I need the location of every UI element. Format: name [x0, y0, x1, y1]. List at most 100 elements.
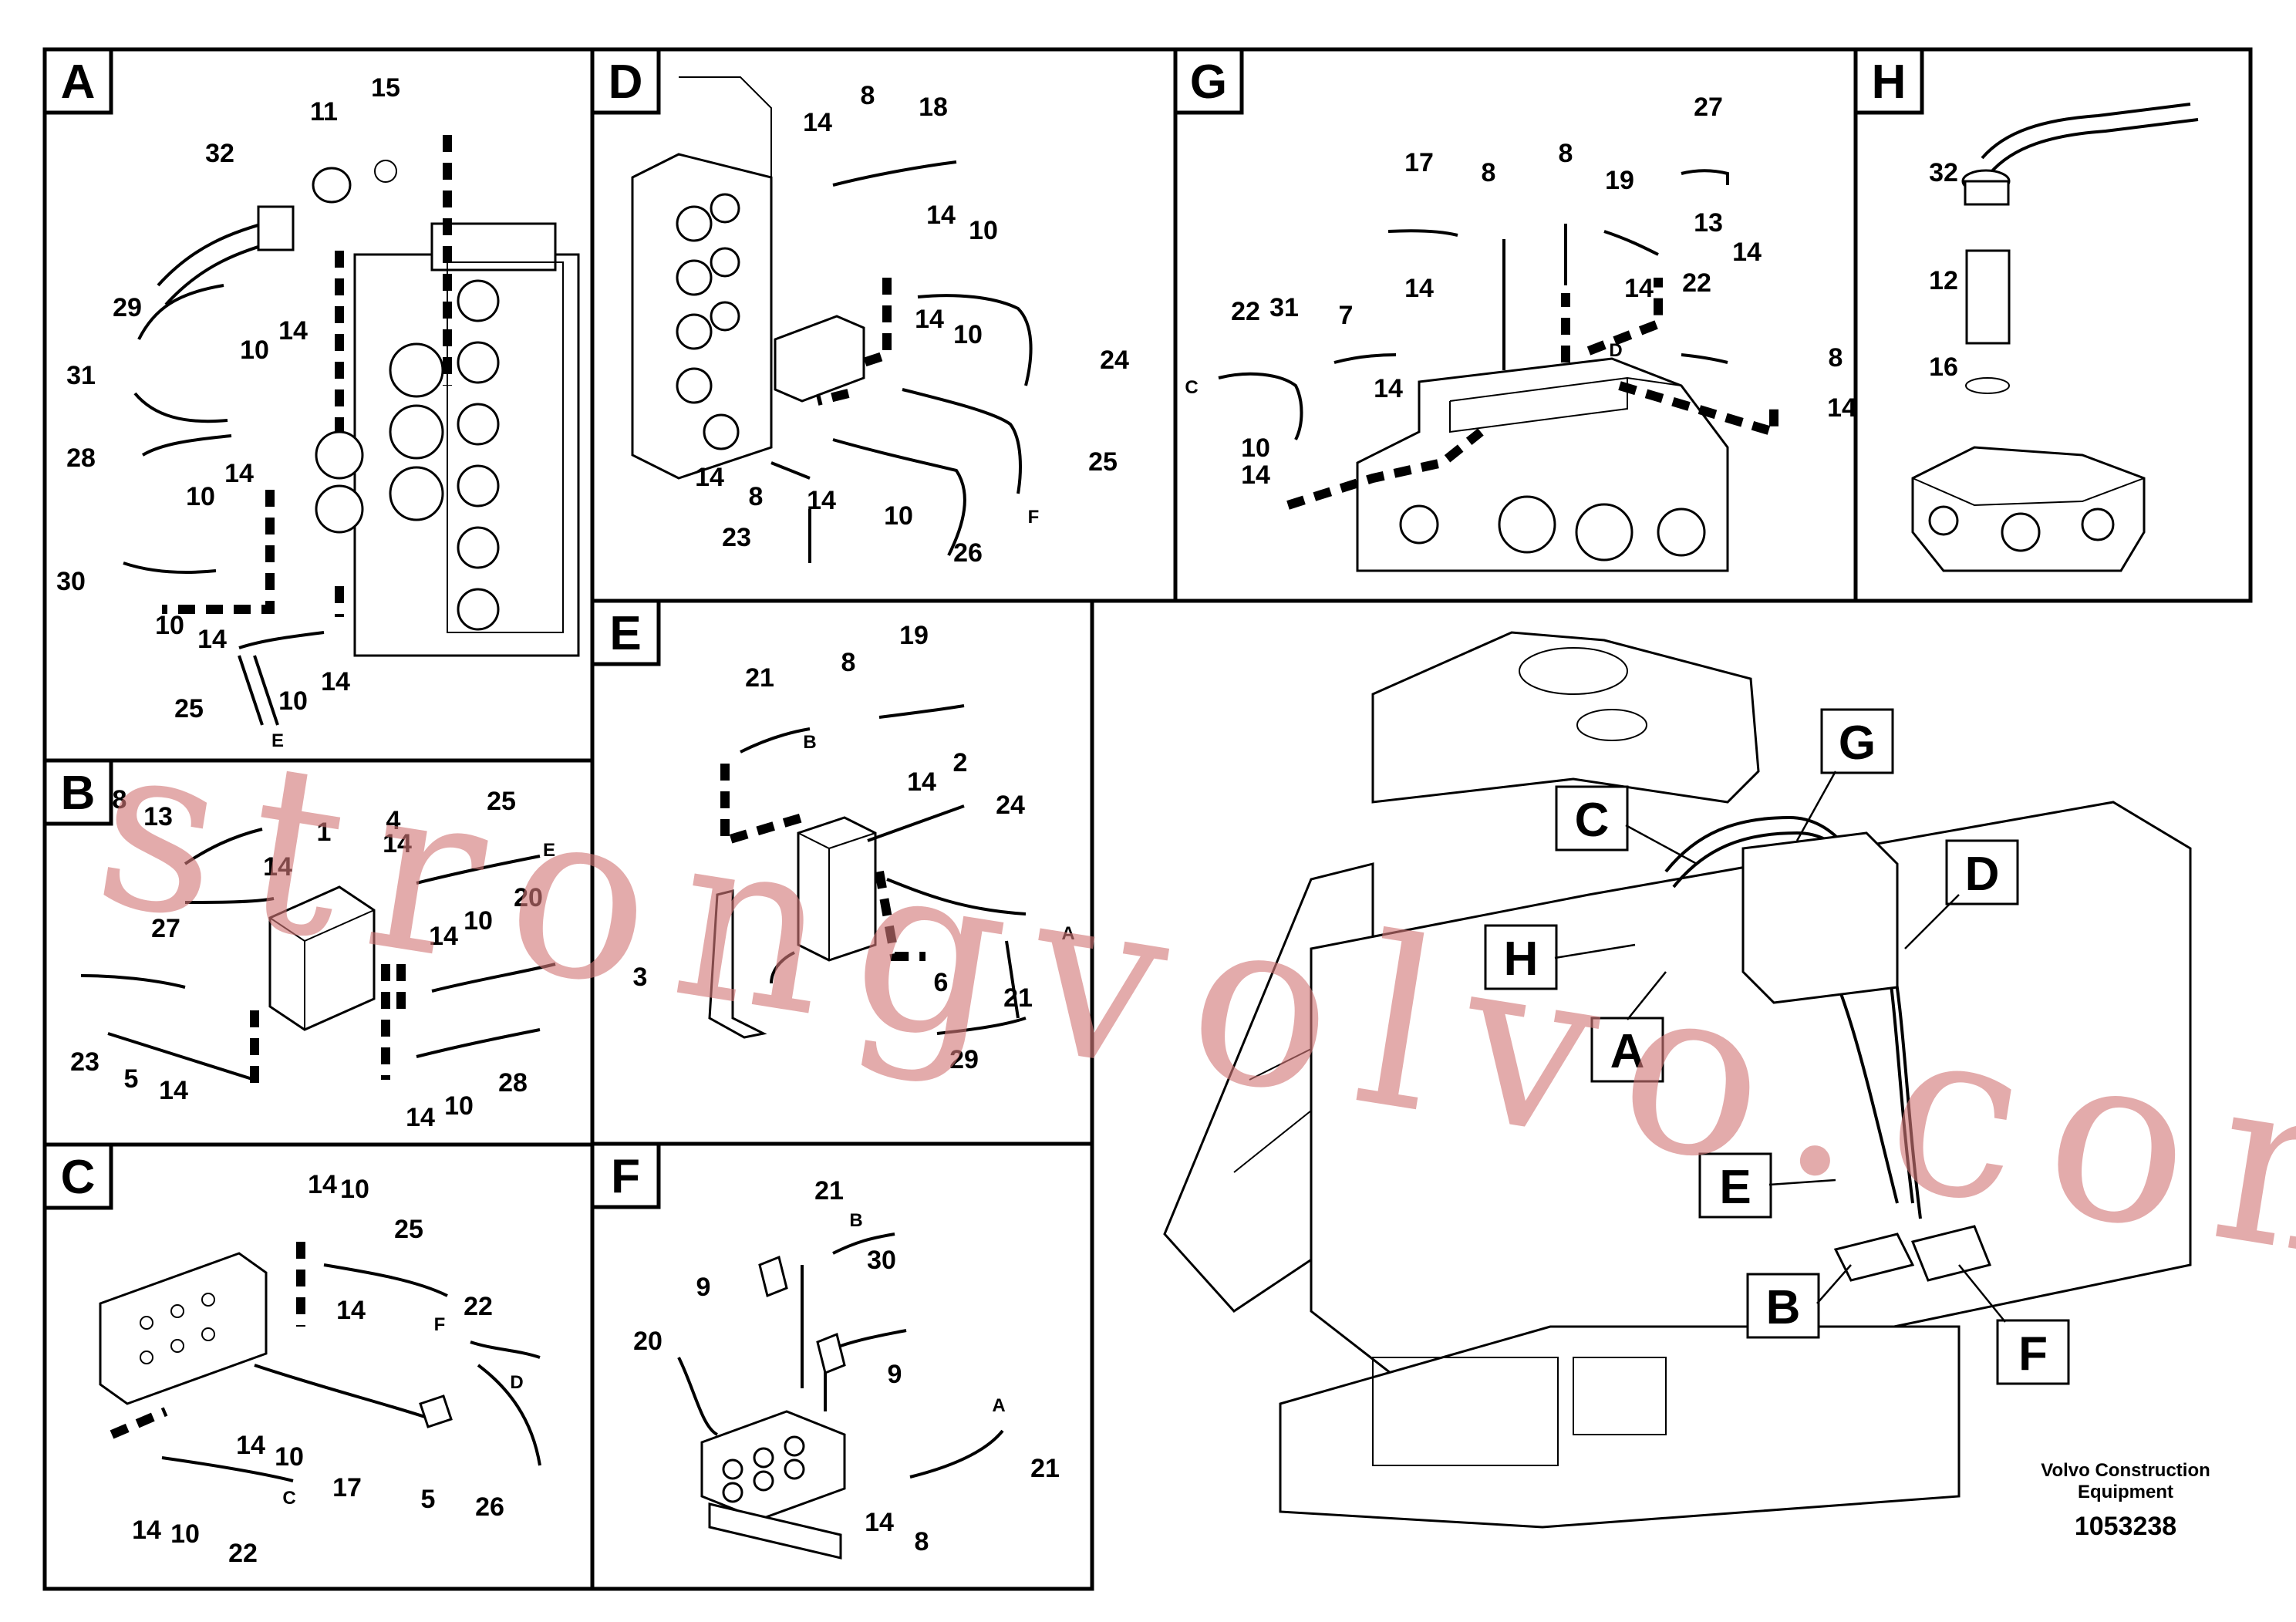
callout-a-10: 30 — [56, 567, 86, 596]
manufacturer-line-2: Equipment — [2078, 1482, 2173, 1502]
callout-d-2: 18 — [919, 93, 948, 122]
callout-d-14: 26 — [953, 538, 983, 568]
panel-h-label: H — [1853, 47, 1924, 115]
callout-d-13: 23 — [722, 523, 751, 552]
panel-frames — [42, 47, 2253, 1591]
svg-text:G: G — [1839, 717, 1876, 770]
callout-a-9: 14 — [224, 459, 254, 488]
callout-b-5: 14 — [383, 829, 412, 858]
callout-c-12: 22 — [228, 1539, 258, 1568]
overview-leader-lines — [1554, 771, 2006, 1323]
callout-c-5: 14 — [236, 1431, 265, 1460]
callout-a-0: 32 — [205, 139, 234, 168]
svg-text:F: F — [2018, 1327, 2048, 1381]
callout-d-9: 14 — [695, 463, 724, 492]
panel-f-label: F — [590, 1141, 661, 1209]
callout-b-12: 5 — [124, 1064, 139, 1094]
callout-b-16: 28 — [498, 1068, 528, 1098]
callout-d-6: 10 — [953, 320, 983, 349]
overview-drawing — [1163, 631, 2192, 1529]
panel-b-label: B — [42, 758, 113, 826]
svg-text:A: A — [61, 56, 96, 109]
panel-g-label: G — [1173, 47, 1244, 115]
callout-d-12: 10 — [884, 501, 913, 531]
panel-a-drawing — [123, 135, 580, 726]
callout-e-1: 8 — [841, 648, 856, 677]
callout-d-4: 10 — [969, 216, 998, 245]
callout-a-1: 11 — [310, 97, 338, 126]
callout-a-13: 25 — [174, 694, 204, 723]
connection-note-f-0: B — [849, 1210, 862, 1231]
callout-e-2: 19 — [899, 621, 929, 650]
callout-g-5: 13 — [1694, 208, 1723, 238]
manufacturer-line-1: Volvo Construction — [2041, 1460, 2210, 1481]
svg-text:B: B — [1766, 1281, 1801, 1334]
callout-g-17: 14 — [1827, 393, 1856, 423]
callout-c-3: 22 — [464, 1292, 493, 1321]
drawing-number: 1053238 — [2075, 1512, 2176, 1541]
svg-text:C: C — [61, 1151, 96, 1204]
callout-g-0: 27 — [1694, 93, 1723, 122]
callout-f-7: 8 — [915, 1527, 929, 1556]
callout-g-9: 22 — [1682, 268, 1711, 298]
callout-d-3: 14 — [926, 201, 956, 230]
callout-b-13: 14 — [159, 1076, 188, 1105]
callout-e-3: 14 — [907, 767, 936, 797]
callout-b-7: 27 — [151, 914, 180, 943]
connection-note-e-1: A — [1061, 923, 1074, 944]
callout-e-5: 24 — [996, 791, 1025, 820]
panel-f-drawing — [677, 1233, 1004, 1560]
callout-a-7: 28 — [66, 443, 96, 473]
callout-h-2: 16 — [1929, 352, 1958, 382]
callout-a-3: 29 — [113, 293, 142, 322]
callout-h-0: 32 — [1929, 158, 1958, 187]
callout-b-3: 1 — [317, 818, 332, 847]
panel-a-label: A — [42, 47, 113, 115]
callout-a-14: 10 — [278, 686, 308, 716]
callout-c-8: 5 — [421, 1485, 436, 1514]
callout-f-5: 21 — [1030, 1454, 1060, 1483]
callout-e-0: 21 — [745, 663, 774, 693]
svg-text:A: A — [1610, 1025, 1645, 1078]
callout-d-10: 8 — [749, 482, 764, 511]
connection-note-a-0: E — [271, 730, 284, 751]
connection-note-c-2: C — [282, 1488, 295, 1509]
callout-b-1: 13 — [143, 802, 173, 831]
callout-d-1: 8 — [861, 81, 875, 110]
callout-b-11: 23 — [70, 1047, 99, 1077]
callout-b-6: 25 — [487, 787, 516, 816]
svg-text:E: E — [1719, 1161, 1751, 1214]
callout-g-12: 22 — [1231, 297, 1260, 326]
callout-g-7: 14 — [1404, 274, 1434, 303]
callout-g-16: 14 — [1241, 460, 1270, 490]
callout-g-15: 10 — [1241, 433, 1270, 463]
callout-c-11: 10 — [170, 1519, 200, 1549]
svg-text:F: F — [611, 1150, 640, 1203]
callout-c-6: 10 — [275, 1442, 304, 1472]
callout-b-14: 14 — [406, 1103, 435, 1132]
overview-labels: G C D H A E B F — [1484, 708, 2070, 1385]
connection-note-g-1: D — [1609, 340, 1622, 361]
callout-d-0: 14 — [803, 108, 832, 137]
callout-a-2: 15 — [371, 73, 400, 103]
callout-e-4: 2 — [953, 748, 968, 777]
callout-e-6: 3 — [633, 963, 648, 992]
callout-c-0: 14 — [308, 1170, 337, 1199]
callout-a-15: 14 — [321, 667, 350, 696]
panel-d-drawing — [631, 76, 1033, 563]
connection-note-f-1: A — [992, 1395, 1005, 1416]
callout-f-1: 9 — [696, 1273, 711, 1302]
callout-h-1: 12 — [1929, 266, 1958, 295]
callout-c-9: 26 — [475, 1492, 504, 1522]
connection-note-e-0: B — [803, 732, 816, 753]
callout-f-3: 20 — [633, 1327, 663, 1356]
callout-g-10: 31 — [1269, 293, 1299, 322]
connection-note-c-0: F — [434, 1314, 446, 1335]
callout-g-2: 8 — [1482, 158, 1496, 187]
callout-f-4: 9 — [888, 1360, 902, 1389]
credit-block: Volvo Construction Equipment 1053238 — [2041, 1460, 2210, 1541]
callout-b-8: 14 — [429, 922, 458, 951]
callout-g-6: 14 — [1732, 238, 1762, 267]
